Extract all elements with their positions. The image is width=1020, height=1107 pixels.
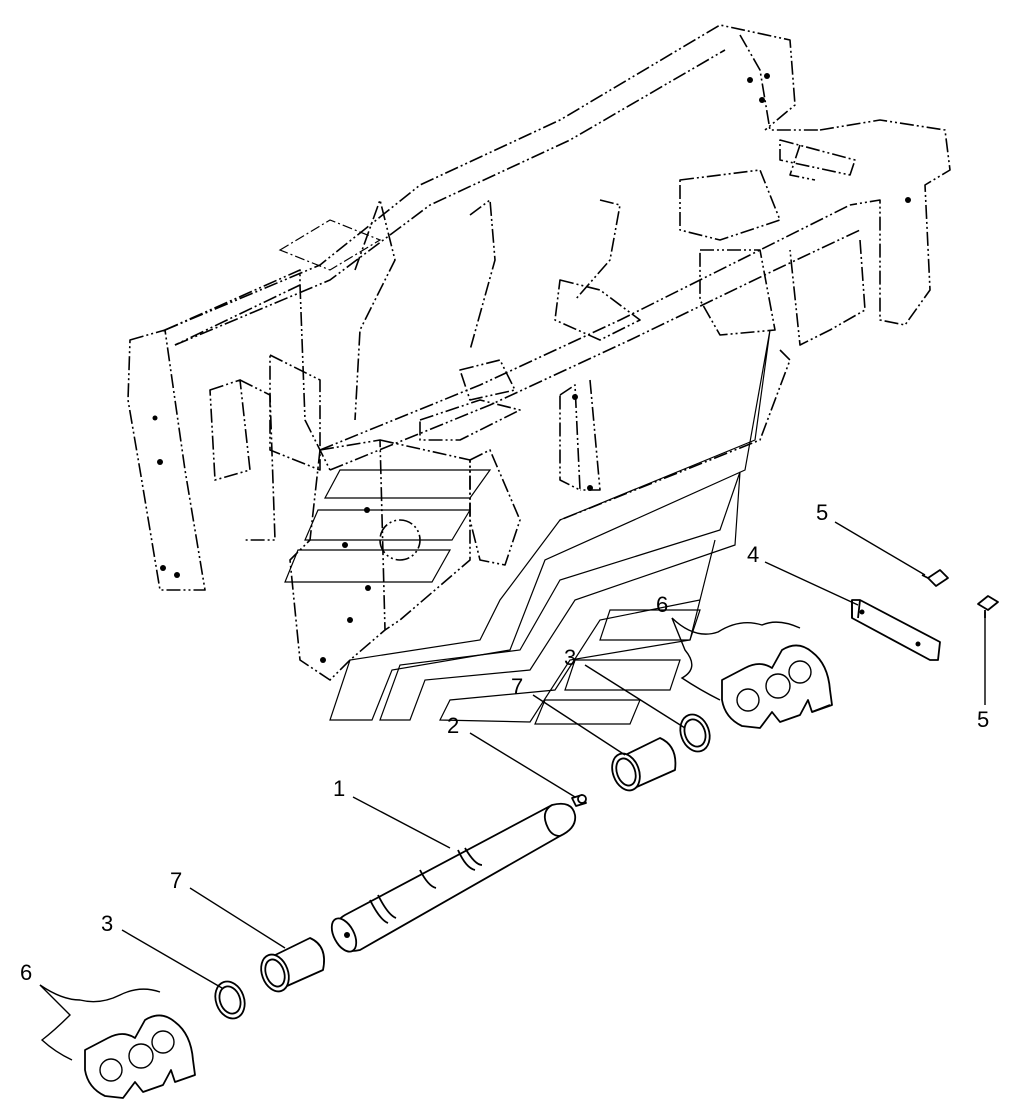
ring-upper bbox=[679, 713, 711, 753]
thrust-washer-lower bbox=[84, 1014, 196, 1099]
callout-1: 1 bbox=[333, 776, 345, 801]
bushing-upper bbox=[611, 737, 677, 792]
chassis-frame-phantom bbox=[127, 24, 951, 681]
pivot-shaft bbox=[330, 802, 577, 953]
callout-labels: 1 2 3 3 4 5 5 6 6 7 7 bbox=[20, 500, 989, 985]
callout-3-lower: 3 bbox=[101, 911, 113, 936]
callout-4: 4 bbox=[747, 542, 759, 567]
bushing-lower bbox=[260, 937, 325, 993]
callout-6-upper: 6 bbox=[656, 592, 668, 617]
leader-lines bbox=[39, 521, 986, 1061]
ring-lower bbox=[214, 980, 246, 1020]
grease-fitting bbox=[571, 794, 587, 807]
callout-7-upper: 7 bbox=[511, 674, 523, 699]
callout-5-upper: 5 bbox=[816, 500, 828, 525]
callout-2: 2 bbox=[447, 713, 459, 738]
callout-5-right: 5 bbox=[977, 707, 989, 732]
thrust-washer-upper bbox=[721, 644, 833, 729]
callout-6-lower: 6 bbox=[20, 960, 32, 985]
retainer-plate bbox=[851, 599, 941, 661]
callout-3-upper: 3 bbox=[564, 645, 576, 670]
bolt-right bbox=[977, 595, 999, 618]
frame-bolt-holes bbox=[152, 73, 911, 663]
callout-7-lower: 7 bbox=[170, 868, 182, 893]
bolt-upper bbox=[921, 569, 949, 587]
watermark-logo bbox=[284, 329, 771, 725]
